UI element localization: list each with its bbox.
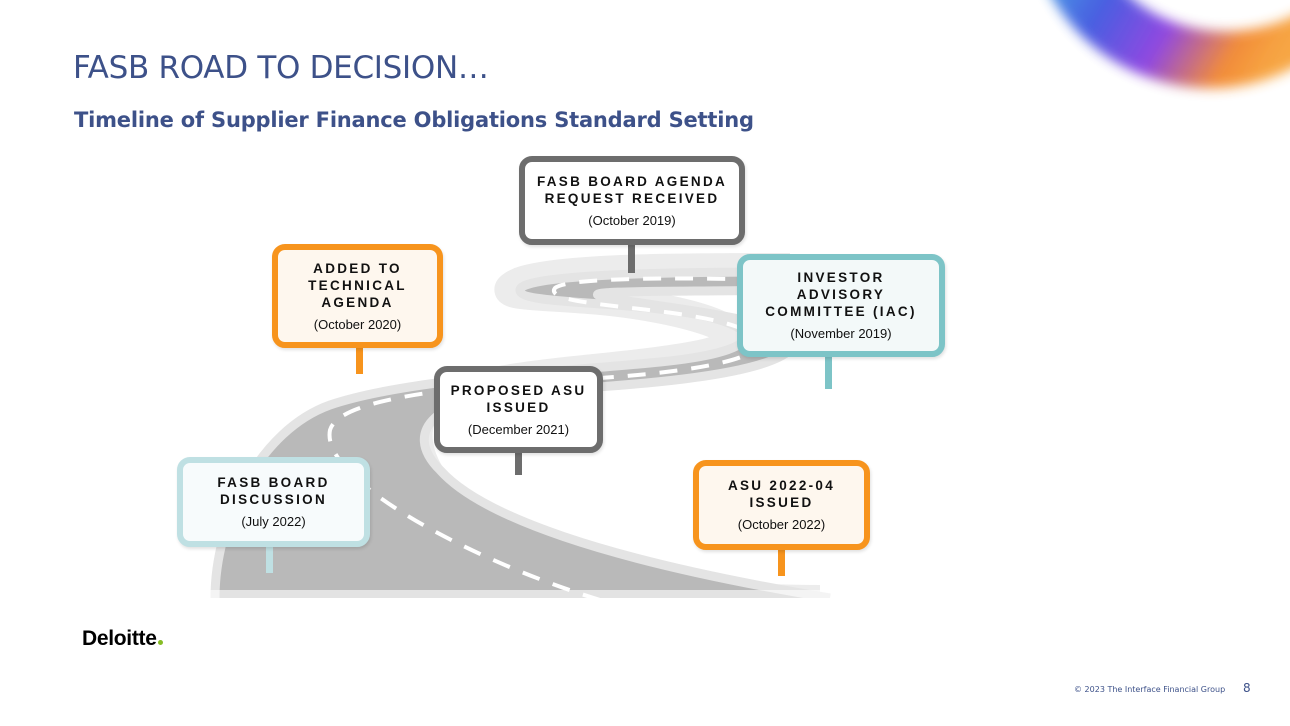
sign-post [628, 243, 635, 273]
milestone-date: (July 2022) [241, 514, 305, 530]
milestone-sign-asu-issued: ASU 2022-04 ISSUED (October 2022) [693, 460, 870, 550]
milestone-date: (December 2021) [468, 422, 569, 438]
milestone-sign-technical-agenda: ADDED TO TECHNICAL AGENDA (October 2020) [272, 244, 443, 348]
logo-text: Deloitte [82, 627, 157, 650]
milestone-title: FASB BOARD DISCUSSION [217, 474, 329, 508]
sign-post [778, 548, 785, 576]
milestone-sign-proposed-asu: PROPOSED ASU ISSUED (December 2021) [434, 366, 603, 453]
sign-post [266, 545, 273, 573]
milestone-title: INVESTOR ADVISORY COMMITTEE (IAC) [765, 269, 917, 320]
milestone-title: FASB BOARD AGENDA REQUEST RECEIVED [537, 173, 727, 207]
logo-green-dot [158, 640, 163, 645]
milestone-date: (October 2020) [314, 317, 401, 333]
sign-post [825, 355, 832, 389]
milestone-sign-agenda-request: FASB BOARD AGENDA REQUEST RECEIVED (Octo… [519, 156, 745, 245]
milestone-date: (October 2022) [738, 517, 825, 533]
page-number: 8 [1243, 681, 1251, 695]
deloitte-logo: Deloitte [82, 627, 163, 651]
milestone-date: (November 2019) [790, 326, 891, 342]
milestone-title: ADDED TO TECHNICAL AGENDA [308, 260, 407, 311]
sign-post [515, 451, 522, 475]
milestone-title: ASU 2022-04 ISSUED [728, 477, 835, 511]
milestone-title: PROPOSED ASU ISSUED [451, 382, 587, 416]
sign-post [356, 346, 363, 374]
footer-copyright: © 2023 The Interface Financial Group [1074, 685, 1225, 694]
milestone-sign-investor-advisory: INVESTOR ADVISORY COMMITTEE (IAC) (Novem… [737, 254, 945, 357]
milestone-sign-board-discussion: FASB BOARD DISCUSSION (July 2022) [177, 457, 370, 547]
milestone-date: (October 2019) [588, 213, 675, 229]
